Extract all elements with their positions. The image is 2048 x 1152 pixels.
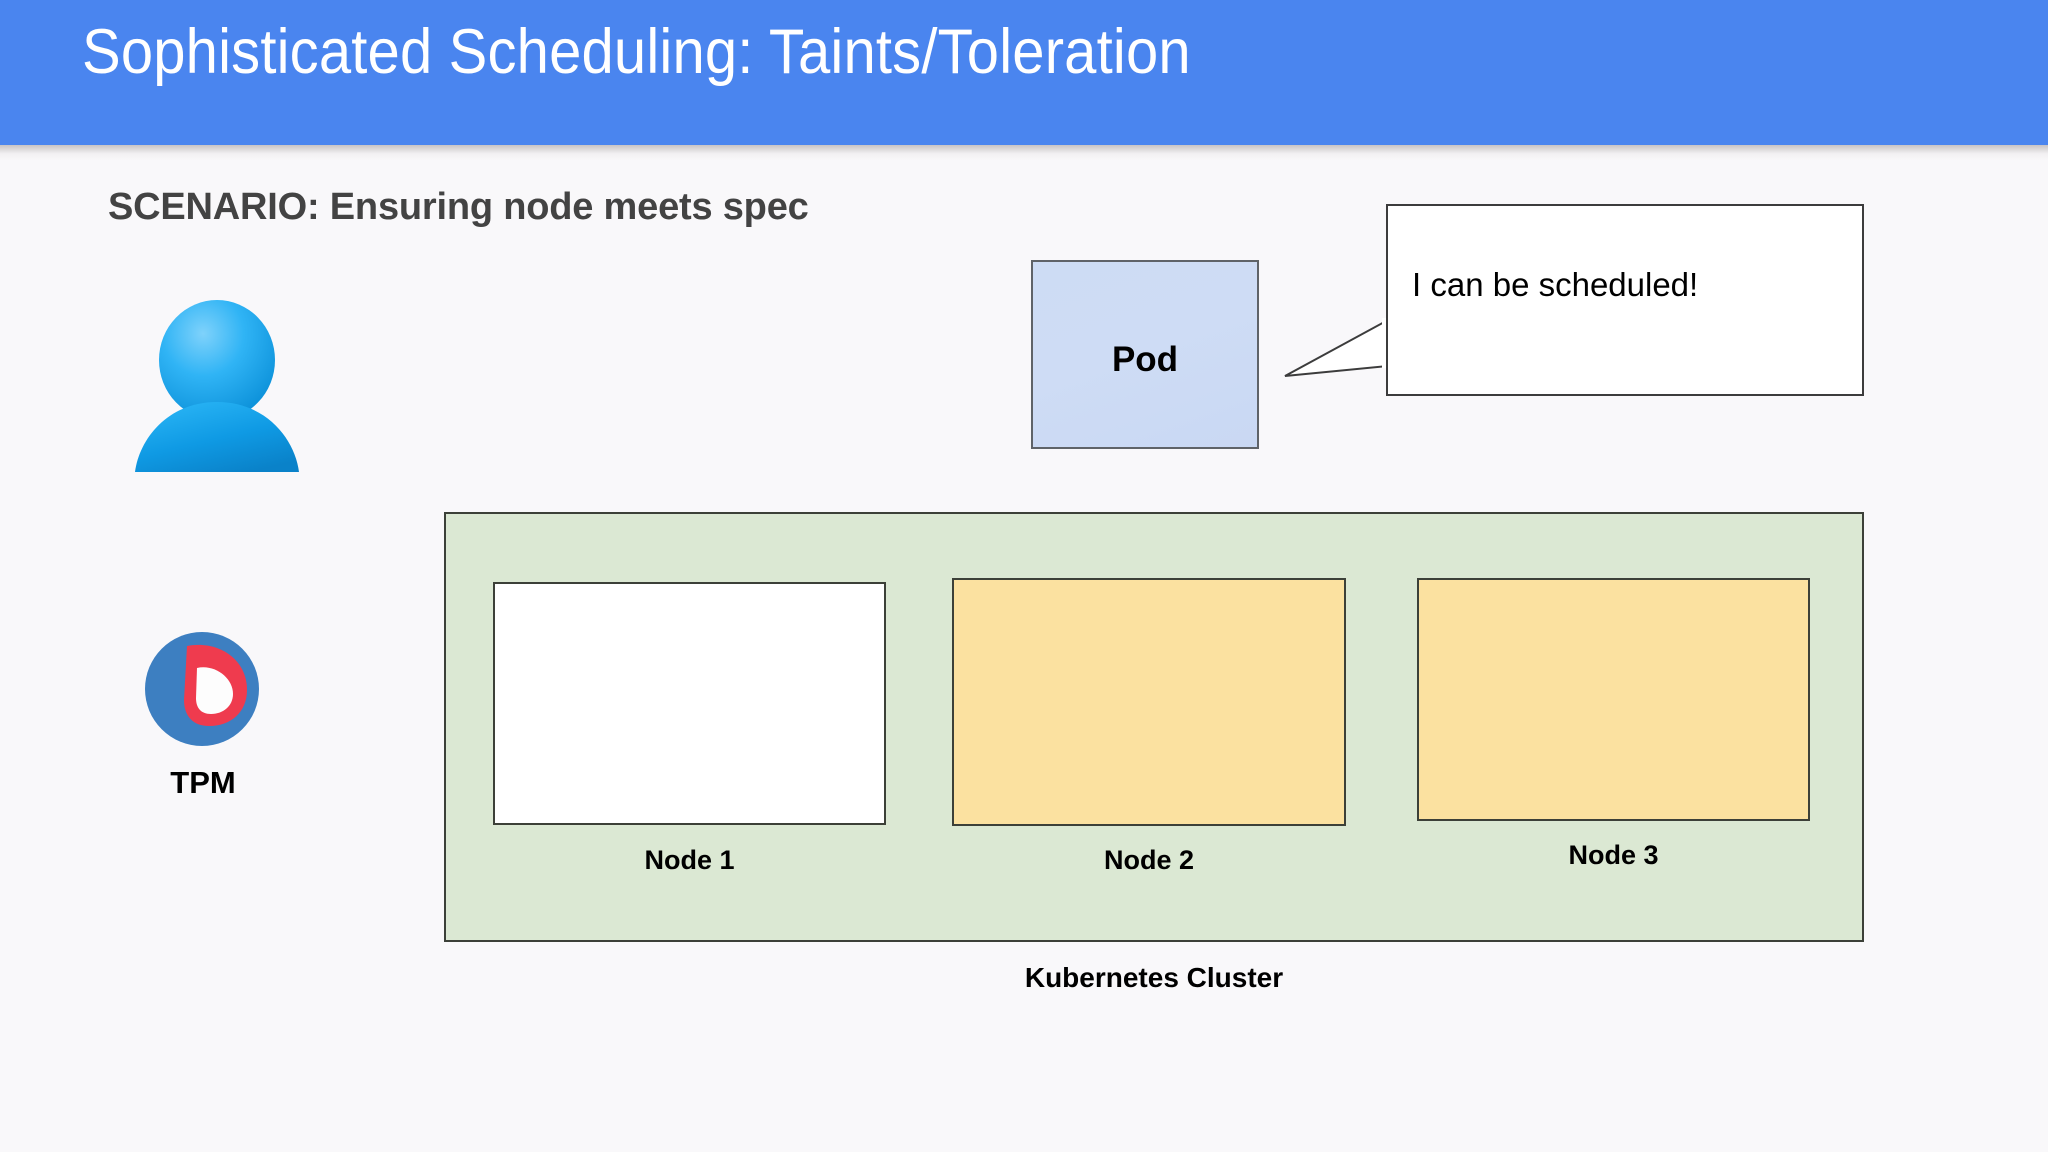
node-box-1[interactable] [493, 582, 886, 825]
speech-bubble-text: I can be scheduled! [1412, 266, 1699, 303]
tpm-logo-icon [143, 630, 261, 748]
node-label-2: Node 2 [1103, 845, 1195, 875]
node-label-1: Node 1 [644, 845, 735, 875]
tpm-label: TPM [170, 765, 236, 800]
node-label-3: Node 3 [1568, 840, 1659, 870]
scenario-heading: SCENARIO: Ensuring node meets spec [108, 186, 809, 228]
speech-bubble-tail [1270, 300, 1400, 390]
pod-box[interactable]: Pod [1031, 260, 1259, 449]
kubernetes-cluster-label: Kubernetes Cluster [1024, 962, 1284, 993]
page-title: Sophisticated Scheduling: Taints/Tolerat… [82, 17, 1191, 87]
title-bar-shadow [0, 145, 2048, 161]
slide-title-bar: Sophisticated Scheduling: Taints/Tolerat… [0, 0, 2048, 145]
node-box-2[interactable] [952, 578, 1346, 826]
user-person-icon [133, 298, 301, 474]
node-box-3[interactable] [1417, 578, 1810, 821]
speech-bubble: I can be scheduled! [1386, 204, 1864, 396]
pod-label: Pod [1111, 339, 1179, 379]
